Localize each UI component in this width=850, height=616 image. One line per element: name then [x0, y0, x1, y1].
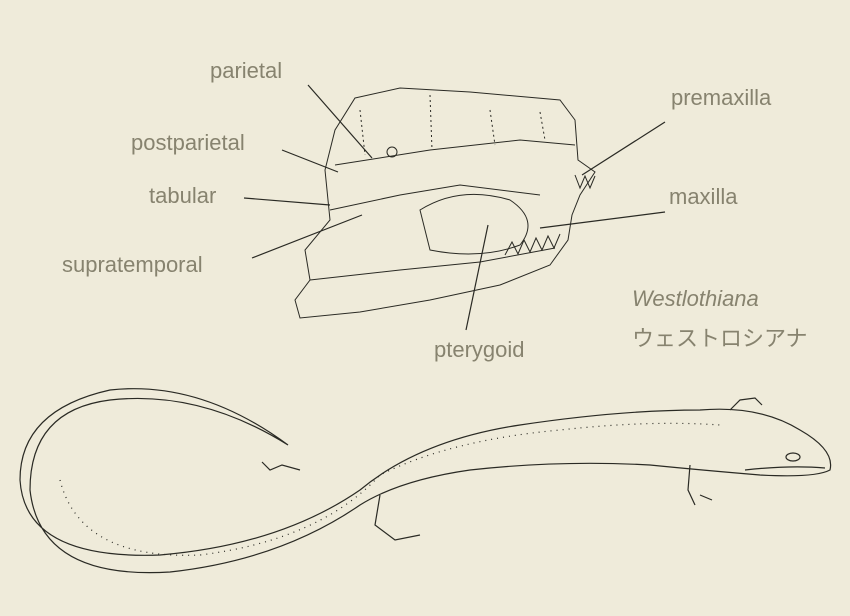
leader-supratemporal: [251, 214, 363, 259]
leader-tabular: [243, 197, 331, 206]
label-pterygoid: pterygoid: [434, 337, 525, 362]
leader-pterygoid: [465, 224, 489, 331]
leader-postparietal: [281, 149, 339, 173]
label-parietal: parietal: [210, 58, 283, 83]
leader-maxilla: [539, 211, 666, 229]
species-latin-name: Westlothiana: [632, 286, 759, 311]
lizard-drawing: [19, 388, 832, 574]
species-japanese-name: ウェストロシアナ: [632, 326, 808, 351]
label-supratemporal: supratemporal: [62, 252, 203, 277]
label-postparietal: postparietal: [131, 130, 245, 155]
label-premaxilla: premaxilla: [671, 85, 772, 110]
leader-lines: [243, 84, 666, 331]
label-maxilla: maxilla: [669, 184, 738, 209]
label-tabular: tabular: [149, 183, 217, 208]
leader-premaxilla: [581, 121, 666, 176]
skull-drawing: [294, 87, 596, 319]
